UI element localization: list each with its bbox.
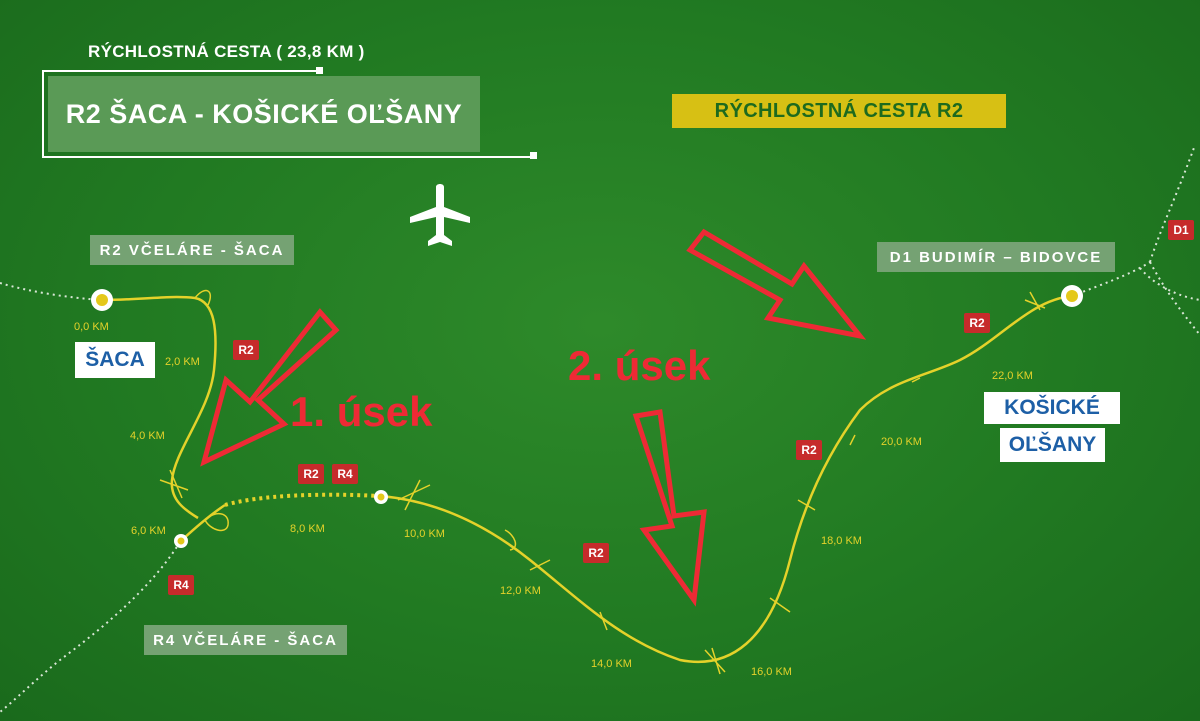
place-olsany: OĽŠANY [1000, 428, 1105, 462]
badge-d1: D1 [1168, 220, 1194, 240]
road-r4-dotted [0, 541, 181, 713]
km-marker: 16,0 KM [751, 666, 792, 678]
segment-1-label: 1. úsek [290, 388, 433, 435]
road-r2-vcelare-dotted [0, 282, 103, 301]
km-marker: 18,0 KM [821, 535, 862, 547]
km-marker: 20,0 KM [881, 436, 922, 448]
badge-r2: R2 [796, 440, 822, 460]
badge-r4: R4 [168, 575, 194, 595]
airplane-icon [410, 184, 470, 246]
road-d1-dotted-c [1149, 261, 1200, 336]
segment-2-label: 2. úsek [568, 342, 711, 389]
route-r2-section1-loop [194, 289, 212, 306]
r2-banner: RÝCHLOSTNÁ CESTA R2 [672, 94, 1006, 128]
arrow-section2-right [686, 228, 867, 340]
km-marker: 12,0 KM [500, 585, 541, 597]
badge-r4: R4 [332, 464, 358, 484]
label-r4-vcelare-saca: R4 VČELÁRE - ŠACA [144, 625, 347, 655]
badge-r2: R2 [964, 313, 990, 333]
route-title: R2 ŠACA - KOŠICKÉ OĽŠANY [48, 76, 480, 152]
km-marker: 4,0 KM [130, 430, 165, 442]
label-d1-budimir-bidovce: D1 BUDIMÍR – BIDOVCE [877, 242, 1115, 272]
label-r2-vcelare-saca: R2 VČELÁRE - ŠACA [90, 235, 294, 265]
red-outline-arrow-icon [200, 228, 867, 607]
junction-r4-marker [174, 534, 188, 548]
km-marker: 14,0 KM [591, 658, 632, 670]
km-marker: 22,0 KM [992, 370, 1033, 382]
route-r2-section2 [379, 294, 1073, 664]
interchange-marks [159, 291, 1046, 675]
place-kosicke: KOŠICKÉ [984, 392, 1120, 424]
km-marker: 8,0 KM [290, 523, 325, 535]
junction-10km-marker [374, 490, 388, 504]
place-saca: ŠACA [75, 342, 155, 378]
route-r2-section1 [101, 295, 217, 520]
badge-r2: R2 [298, 464, 324, 484]
badge-r2: R2 [583, 543, 609, 563]
arrow-section1 [200, 308, 340, 467]
arrow-section2-down [632, 409, 707, 607]
km-marker: 6,0 KM [131, 525, 166, 537]
road-d1-dotted-d [1139, 267, 1200, 301]
title-frame [42, 67, 537, 159]
endpoint-saca-marker [91, 289, 113, 311]
route-subtitle: RÝCHLOSTNÁ CESTA ( 23,8 KM ) [88, 42, 365, 61]
badge-r2: R2 [233, 340, 259, 360]
endpoint-olsany-marker [1061, 285, 1083, 307]
road-d1-dotted-b [1149, 144, 1196, 263]
route-dotted-section [224, 492, 381, 507]
km-marker: 0,0 KM [74, 321, 109, 333]
km-marker: 2,0 KM [165, 356, 200, 368]
km-marker: 10,0 KM [404, 528, 445, 540]
